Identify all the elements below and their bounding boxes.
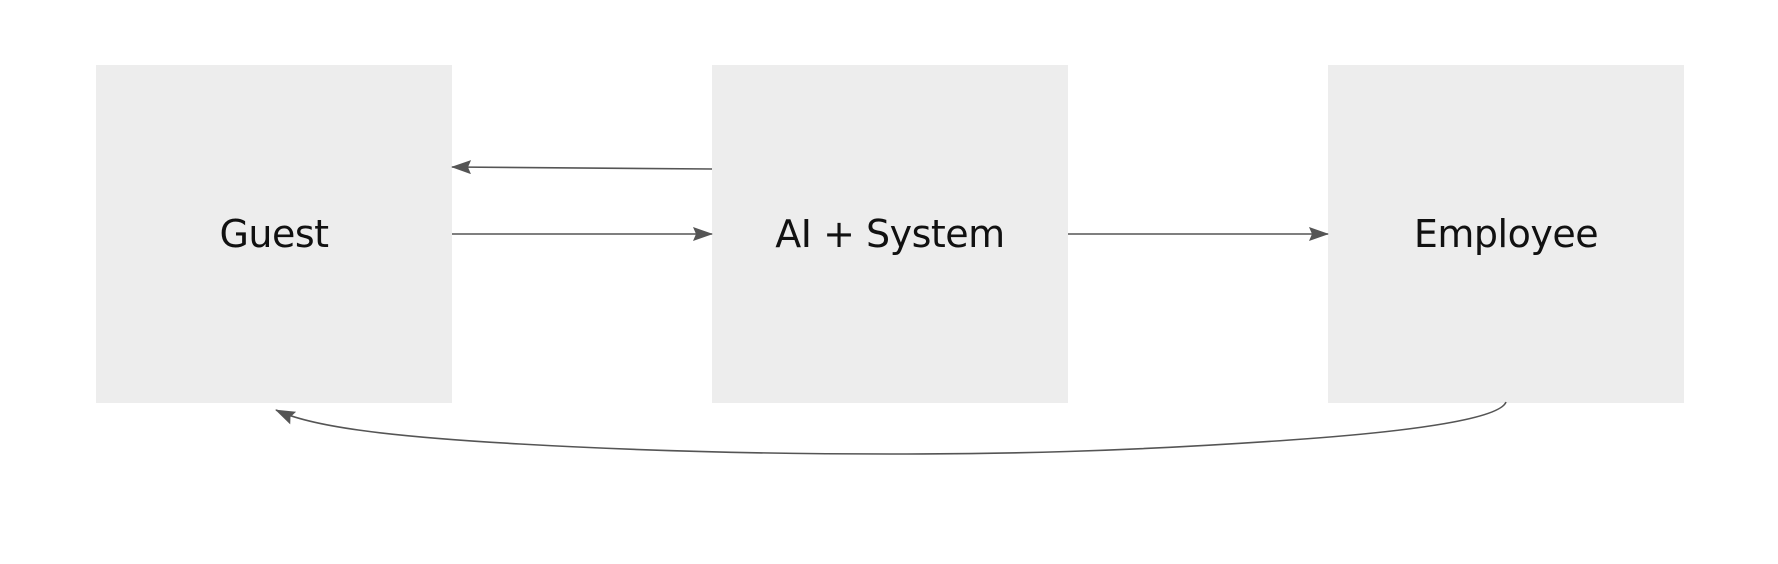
node-employee: Employee <box>1328 65 1684 403</box>
node-ai-system: AI + System <box>712 65 1068 403</box>
node-ai-system-label: AI + System <box>775 212 1005 256</box>
edge-employee-to-guest <box>275 401 1507 455</box>
node-guest-label: Guest <box>219 212 329 256</box>
node-guest: Guest <box>96 65 452 403</box>
edge-ai-to-guest <box>451 160 713 175</box>
node-employee-label: Employee <box>1413 212 1599 256</box>
